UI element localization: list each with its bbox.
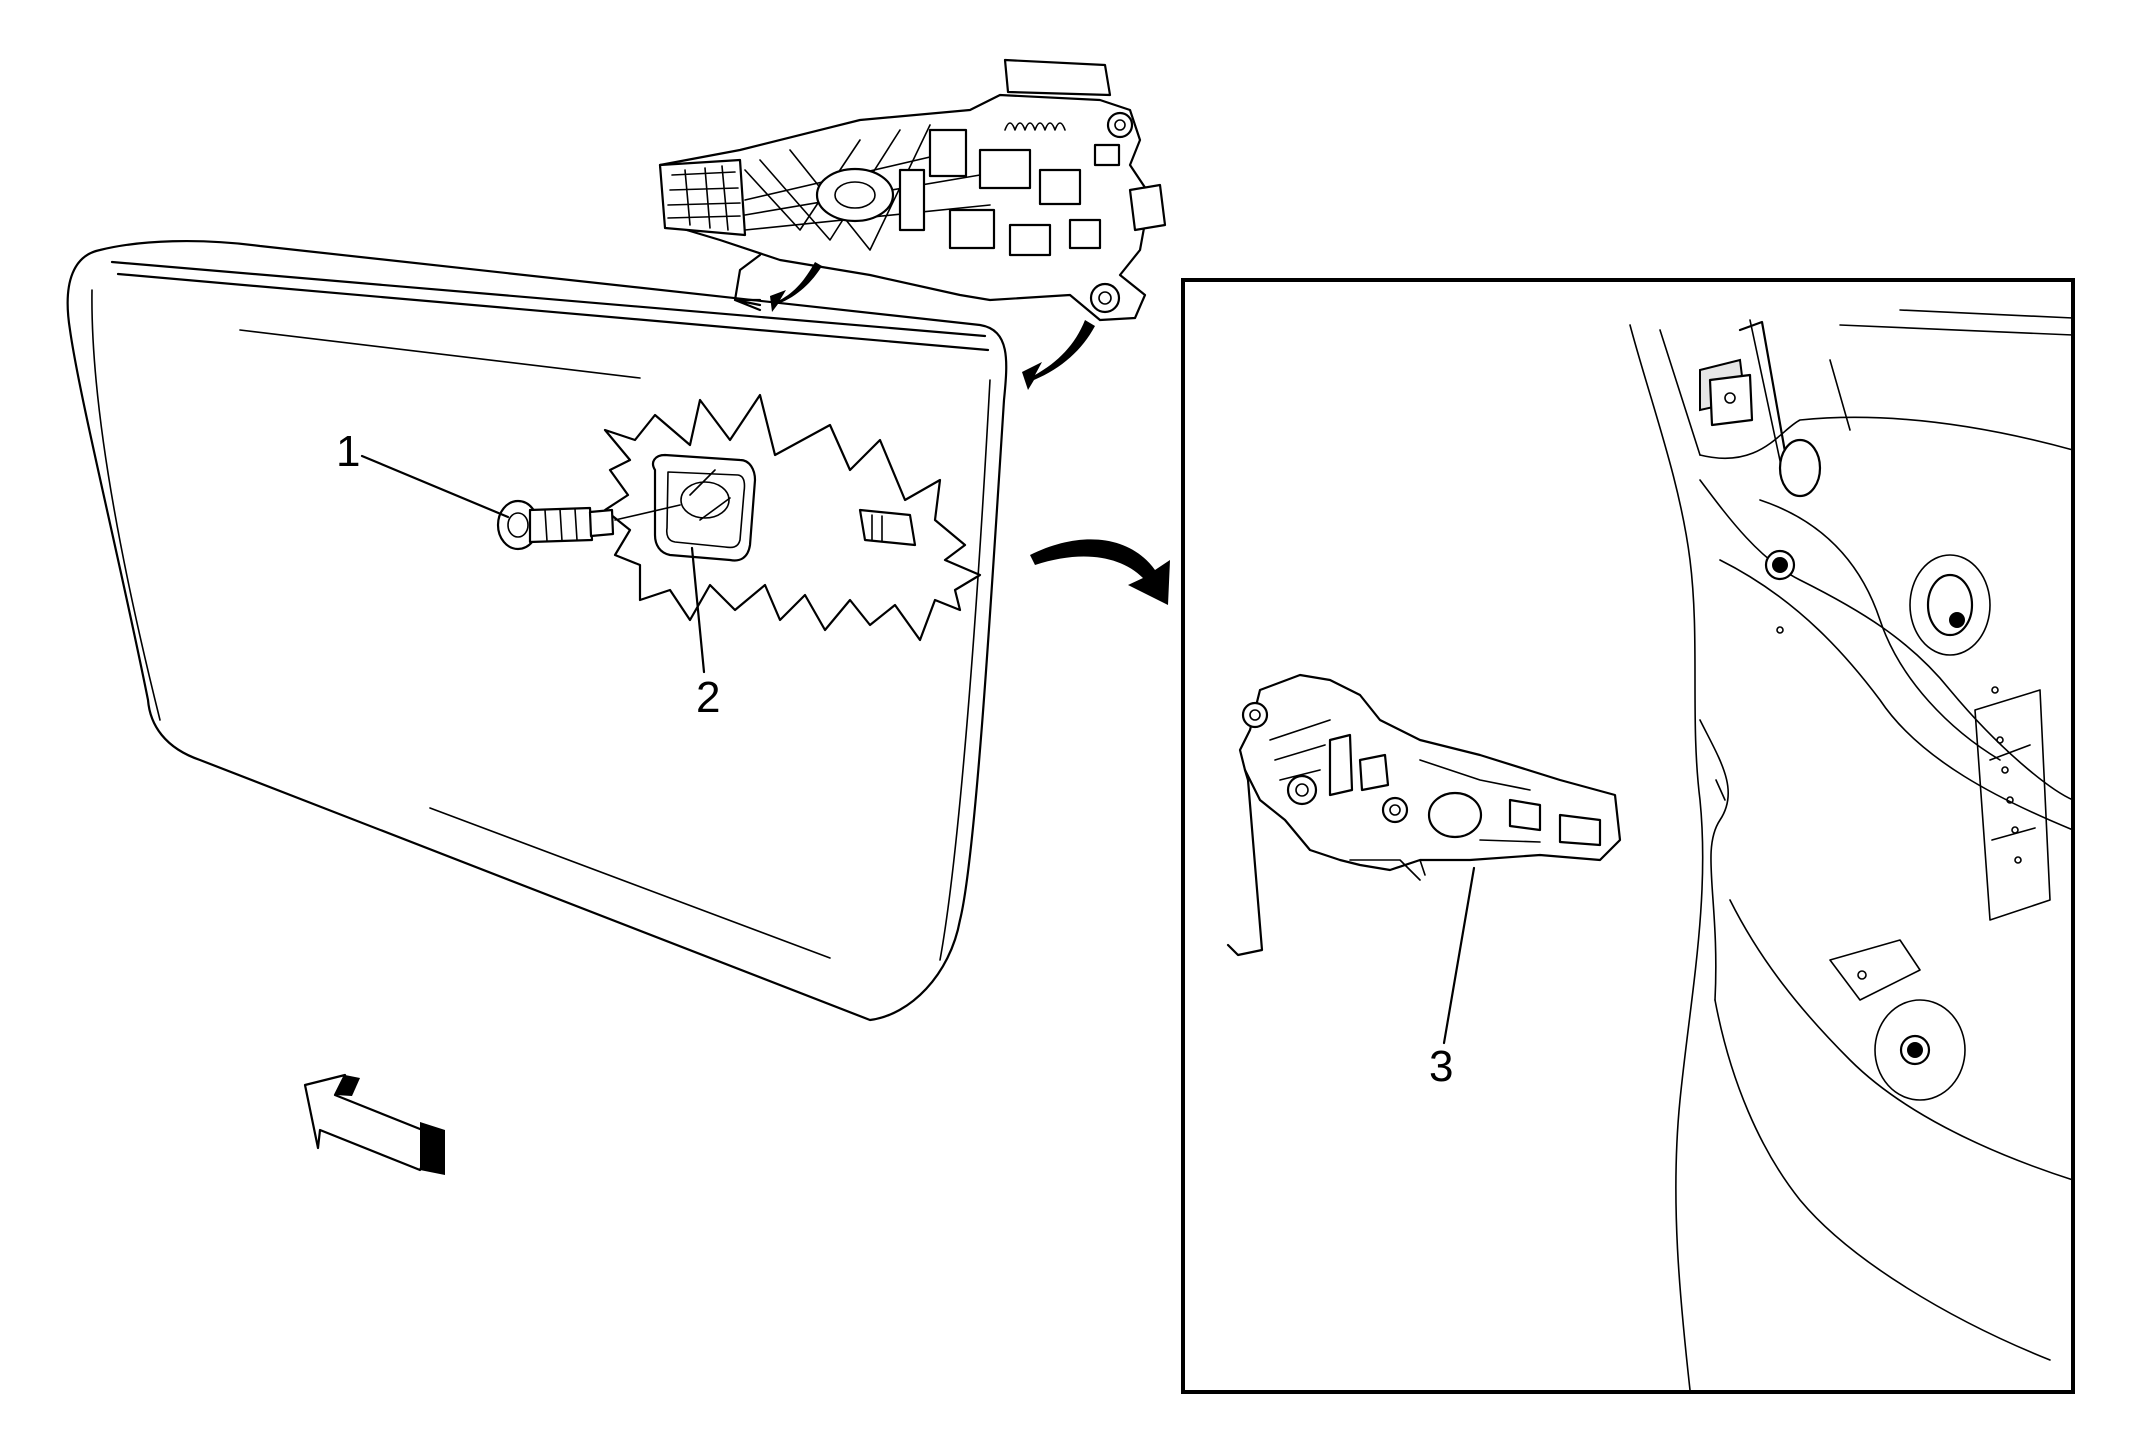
door-panel bbox=[66, 239, 1008, 1022]
bolt bbox=[496, 499, 681, 551]
motion-arrow-icon bbox=[770, 262, 1095, 390]
callout-3: 3 bbox=[1429, 866, 1476, 1091]
front-direction-arrow-icon bbox=[303, 1073, 445, 1175]
callout-3-label: 3 bbox=[1429, 1042, 1453, 1091]
callout-1: 1 bbox=[336, 427, 510, 519]
detail-view-panel bbox=[1181, 278, 2075, 1394]
callout-2: 2 bbox=[690, 546, 720, 722]
handle-carrier bbox=[1226, 673, 1622, 957]
detail-view-arrow-icon bbox=[1030, 539, 1170, 605]
handle-assembly-exploded bbox=[658, 58, 1167, 322]
handle-pocket-cutout bbox=[603, 393, 982, 642]
callout-1-label: 1 bbox=[336, 427, 360, 476]
callout-2-label: 2 bbox=[696, 673, 720, 722]
